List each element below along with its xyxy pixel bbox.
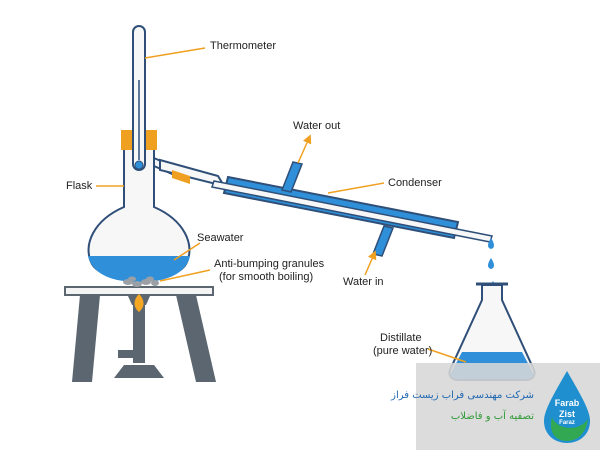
logo-brand-line1: Farab	[554, 398, 580, 408]
seawater-label: Seawater	[197, 232, 244, 244]
leader-arrows	[96, 47, 467, 363]
logo-brand-line3: Faraz	[559, 420, 575, 426]
round-bottom-flask	[87, 130, 191, 287]
bunsen-burner	[114, 294, 164, 378]
distillate-label-line2: (pure water)	[373, 345, 433, 357]
logo-brand-line2: Zist	[558, 409, 575, 419]
granules-label-line1: Anti-bumping granules	[214, 258, 325, 270]
distillate-label-line1: Distillate	[380, 332, 422, 344]
stopper	[121, 130, 135, 150]
tripod-stand	[64, 286, 216, 382]
leader-arrow-condenser	[327, 182, 385, 194]
flask-label: Flask	[66, 180, 93, 192]
thermometer	[132, 25, 146, 171]
water-drop-icon	[488, 258, 494, 269]
flame-icon	[134, 294, 144, 312]
watermark-tagline: تصفیه آب و فاضلاب	[450, 411, 534, 422]
thermometer-label: Thermometer	[210, 40, 277, 52]
anti-bumping-granules	[123, 276, 159, 287]
watermark-company-name: شرکت مهندسی فراب زیست فراز	[391, 390, 534, 401]
leader-arrow-distillate	[427, 348, 467, 363]
water-out-label: Water out	[293, 120, 341, 132]
granules-label-line2: (for smooth boiling)	[219, 271, 314, 283]
water-drop-icon	[488, 238, 494, 249]
leader-arrow-granules	[159, 269, 211, 282]
water-in-label: Water in	[343, 276, 384, 288]
leader-arrow-seawater	[173, 242, 201, 261]
condenser	[211, 161, 493, 257]
leader-arrow-water-out	[297, 134, 312, 164]
condenser-label: Condenser	[388, 177, 442, 189]
water-drop-logo-icon	[544, 371, 590, 443]
company-watermark: شرکت مهندسی فراب زیست فراز تصفیه آب و فا…	[391, 363, 600, 450]
leader-arrow-water-in	[364, 250, 377, 276]
leader-arrow-thermometer	[144, 47, 206, 59]
